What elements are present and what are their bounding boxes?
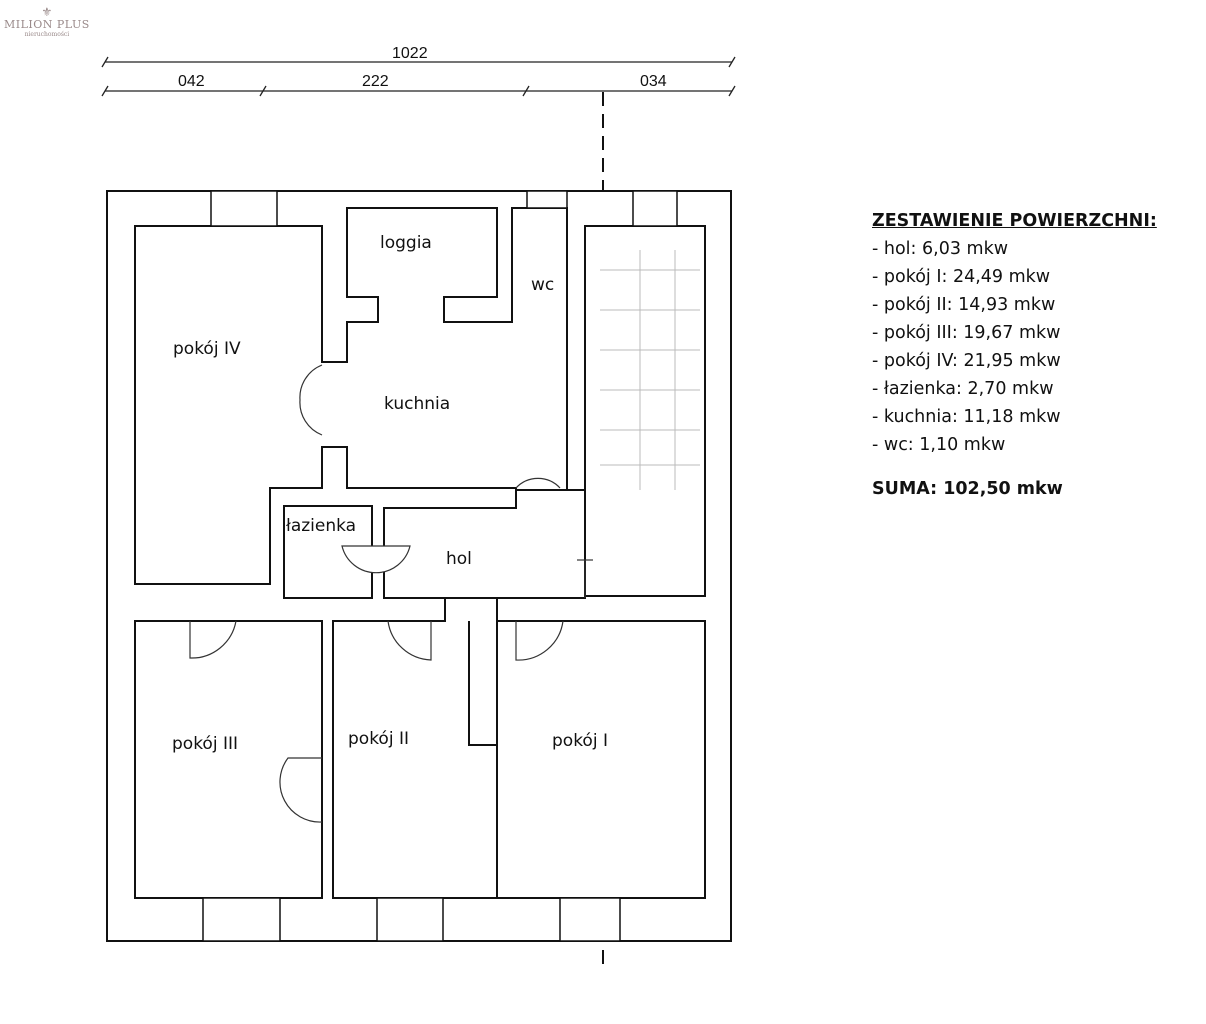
room-label-kuchnia: kuchnia — [384, 394, 451, 414]
windows — [202, 190, 678, 942]
dimension-lines — [101, 56, 736, 97]
room-label-pokoj-1: pokój I — [552, 731, 608, 751]
summary-total: SUMA: 102,50 mkw — [872, 479, 1063, 499]
area-summary: ZESTAWIENIE POWIERZCHNI: - hol: 6,03 mkw… — [872, 207, 1157, 503]
logo-subtitle: nieruchomości — [24, 31, 70, 38]
stairs — [600, 250, 700, 490]
walls — [106, 190, 732, 942]
summary-item: - pokój I: 24,49 mkw — [872, 267, 1051, 287]
room-label-pokoj-2: pokój II — [348, 729, 409, 749]
dimension-segment-3: 034 — [640, 73, 667, 90]
summary-item: - hol: 6,03 mkw — [872, 239, 1009, 259]
room-label-wc: wc — [531, 275, 555, 295]
door-swings — [189, 364, 593, 823]
room-label-hol: hol — [446, 549, 472, 569]
summary-title: ZESTAWIENIE POWIERZCHNI: — [872, 211, 1157, 231]
room-label-loggia: loggia — [380, 233, 432, 253]
room-label-lazienka: łazienka — [286, 516, 357, 536]
room-label-pokoj-3: pokój III — [172, 734, 238, 754]
company-logo: ⚜ MILION PLUS nieruchomości — [4, 6, 90, 38]
fleur-de-lis-icon: ⚜ — [41, 5, 53, 19]
summary-item: - pokój III: 19,67 mkw — [872, 323, 1061, 343]
summary-item: - łazienka: 2,70 mkw — [872, 379, 1054, 399]
summary-item: - kuchnia: 11,18 mkw — [872, 407, 1061, 427]
summary-item: - pokój IV: 21,95 mkw — [872, 351, 1061, 371]
dimension-segment-2: 222 — [362, 73, 389, 90]
logo-name: MILION PLUS — [4, 18, 90, 31]
room-label-pokoj-4: pokój IV — [173, 339, 241, 359]
dimension-total: 1022 — [392, 45, 428, 62]
summary-item: - wc: 1,10 mkw — [872, 435, 1006, 455]
summary-item: - pokój II: 14,93 mkw — [872, 295, 1056, 315]
dimension-segment-1: 042 — [178, 73, 205, 90]
